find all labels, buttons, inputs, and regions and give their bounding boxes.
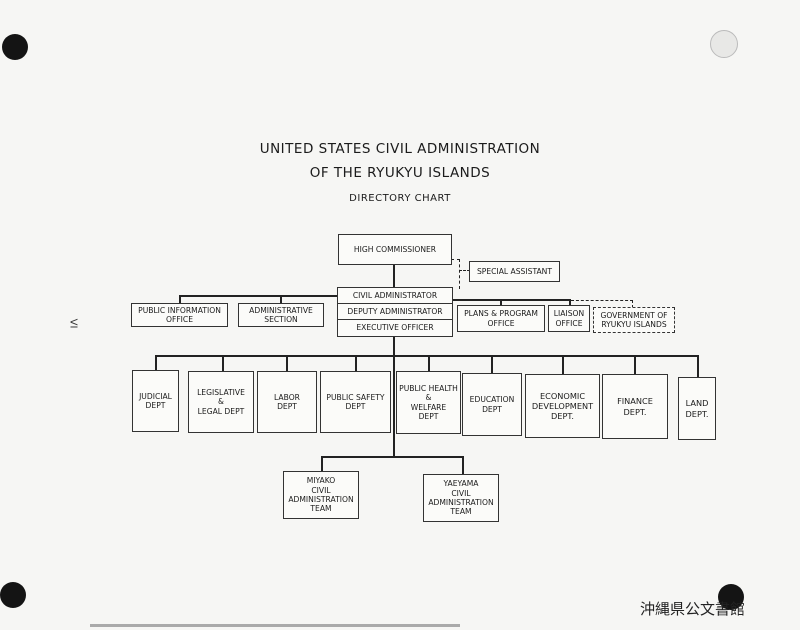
drop-public-health [428, 355, 430, 372]
box-legislative-legal-dept: LEGISLATIVE & LEGAL DEPT [188, 371, 254, 433]
box-government-ryukyu-islands: GOVERNMENT OF RYUKYU ISLANDS [593, 307, 675, 333]
box-land-dept: LAND DEPT. [678, 377, 716, 440]
bottom-edge-strip [90, 624, 460, 627]
box-executive-officer: EXECUTIVE OFFICER [337, 319, 453, 337]
box-administrative-section: ADMINISTRATIVE SECTION [238, 303, 324, 327]
chart-subtitle: DIRECTORY CHART [349, 193, 451, 204]
connector-special-assistant-h1 [451, 259, 460, 260]
punch-hole-top-left [2, 34, 28, 60]
team-bus-line [321, 456, 463, 458]
drop-judicial [155, 355, 157, 371]
box-education-dept: EDUCATION DEPT [462, 373, 522, 436]
drop-legislative [222, 355, 224, 372]
drop-land [697, 355, 699, 378]
box-special-assistant: SPECIAL ASSISTANT [469, 261, 560, 282]
box-public-health-welfare-dept: PUBLIC HEALTH & WELFARE DEPT [396, 371, 461, 434]
drop-labor [286, 355, 288, 372]
box-plans-program-office: PLANS & PROGRAM OFFICE [457, 305, 545, 332]
archive-stamp: 沖縄県公文書館 [640, 600, 746, 618]
drop-finance [634, 355, 636, 375]
staff-drop-public-info [179, 295, 181, 305]
punch-hole-bottom-left [0, 582, 26, 608]
connector-gov-v [632, 300, 633, 308]
chart-title-line1: UNITED STATES CIVIL ADMINISTRATION [259, 141, 541, 157]
staff-line-left [179, 295, 338, 297]
box-economic-development-dept: ECONOMIC DEVELOPMENT DEPT. [525, 374, 600, 438]
staff-drop-liaison [569, 299, 571, 306]
punch-hole-top-right [710, 30, 738, 58]
box-miyako-team: MIYAKO CIVIL ADMINISTRATION TEAM [283, 471, 359, 519]
box-labor-dept: LABOR DEPT [257, 371, 317, 433]
drop-economic [562, 355, 564, 375]
box-public-safety-dept: PUBLIC SAFETY DEPT [320, 371, 391, 433]
box-public-information-office: PUBLIC INFORMATION OFFICE [131, 303, 228, 327]
punch-hole-bottom-right [718, 584, 744, 610]
main-trunk [393, 337, 395, 457]
box-high-commissioner: HIGH COMMISSIONER [338, 234, 452, 265]
drop-miyako [321, 456, 323, 472]
chart-title-line2: OF THE RYUKYU ISLANDS [309, 165, 491, 181]
connector-special-assistant-v [459, 259, 460, 289]
staff-line-right [451, 299, 571, 301]
staff-drop-plans [500, 299, 502, 306]
drop-yaeyama [462, 456, 464, 475]
staff-drop-admin [280, 295, 282, 305]
box-civil-administrator: CIVIL ADMINISTRATOR [337, 287, 453, 304]
drop-education [491, 355, 493, 374]
box-judicial-dept: JUDICIAL DEPT [132, 370, 179, 432]
connector-hc-to-ca [393, 264, 395, 288]
box-finance-dept: FINANCE DEPT. [602, 374, 668, 439]
box-yaeyama-team: YAEYAMA CIVIL ADMINISTRATION TEAM [423, 474, 499, 522]
drop-public-safety [355, 355, 357, 372]
dept-bus-line [155, 355, 698, 357]
box-deputy-administrator: DEPUTY ADMINISTRATOR [337, 303, 453, 320]
connector-special-assistant-h2 [459, 270, 470, 271]
box-liaison-office: LIAISON OFFICE [548, 305, 590, 332]
connector-gov-h [571, 300, 633, 301]
page-number: VI [67, 318, 79, 329]
